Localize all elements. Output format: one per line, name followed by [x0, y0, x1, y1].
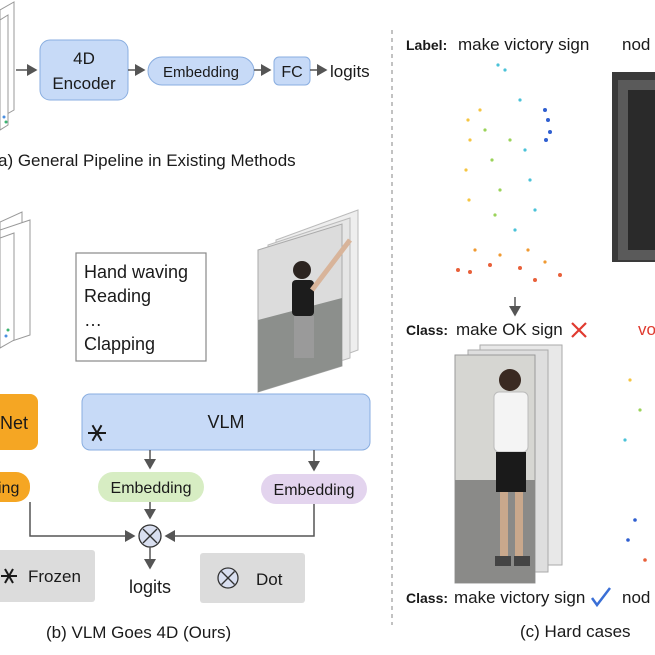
- action-item: Reading: [84, 286, 151, 306]
- encoder-label-2: Encoder: [52, 74, 116, 93]
- fc-label: FC: [281, 64, 302, 81]
- snowflake-icon: [1, 568, 17, 584]
- encoder-label: 4D: [73, 49, 95, 68]
- right-class: make victory sign: [454, 588, 585, 607]
- legend-dot: [200, 553, 305, 603]
- action-list-box: [75, 252, 207, 362]
- logits-b: logits: [129, 577, 171, 597]
- net-label: Net: [0, 413, 28, 433]
- ing-label: ing: [0, 480, 19, 497]
- right-class-2: nod: [622, 588, 650, 607]
- net-box: [0, 394, 38, 450]
- panel-c: Label: make victory sign nod Class: make…: [406, 35, 655, 641]
- logits-a: logits: [330, 62, 370, 81]
- wrong-class: make OK sign: [456, 320, 563, 339]
- video-frames-b: [257, 209, 359, 393]
- video-frames-c-top: [612, 72, 655, 262]
- dot-product-icon: [217, 567, 239, 589]
- embedding-pill-left: [98, 472, 204, 502]
- panel-b: Hand waving Reading … Clapping Net ing V…: [0, 209, 371, 642]
- embedding-pill-a: [147, 56, 255, 86]
- wrong-class-2: vo: [638, 320, 655, 339]
- input-frames-a: [0, 1, 15, 131]
- panel-a: 4D Encoder Embedding FC logits a) Genera…: [0, 1, 370, 170]
- legend-dot-label: Dot: [256, 570, 283, 589]
- embedding-label-left: Embedding: [111, 480, 192, 497]
- ing-pill: [0, 472, 30, 502]
- caption-b: (b) VLM Goes 4D (Ours): [46, 623, 231, 642]
- legend-frozen-label: Frozen: [28, 567, 81, 586]
- caption-c: (c) Hard cases: [520, 622, 631, 641]
- dot-product-icon: [138, 524, 162, 548]
- check-mark-icon: [590, 587, 611, 608]
- embedding-label-a: Embedding: [163, 64, 239, 81]
- video-frames-c-person: [454, 344, 563, 584]
- input-frames-b: [0, 211, 31, 349]
- caption-a: a) General Pipeline in Existing Methods: [0, 151, 296, 170]
- embedding-pill-right: [261, 474, 367, 504]
- action-item: Hand waving: [84, 262, 188, 282]
- action-item: …: [84, 310, 102, 330]
- legend-frozen: [0, 550, 95, 602]
- point-cloud-c-bottom: [623, 378, 647, 562]
- fc-box: [273, 56, 311, 86]
- action-item: Clapping: [84, 334, 155, 354]
- snowflake-icon: [88, 424, 106, 442]
- label-text: make victory sign: [458, 35, 589, 54]
- cross-mark-icon: [571, 322, 587, 338]
- class-prefix-2: Class:: [406, 590, 448, 606]
- label-prefix: Label:: [406, 37, 447, 53]
- embedding-label-right: Embedding: [274, 482, 355, 499]
- point-cloud-person: [456, 63, 562, 282]
- label-text-2: nod: [622, 35, 650, 54]
- vlm-box: [81, 393, 371, 451]
- class-prefix: Class:: [406, 322, 448, 338]
- vlm-label: VLM: [207, 412, 244, 432]
